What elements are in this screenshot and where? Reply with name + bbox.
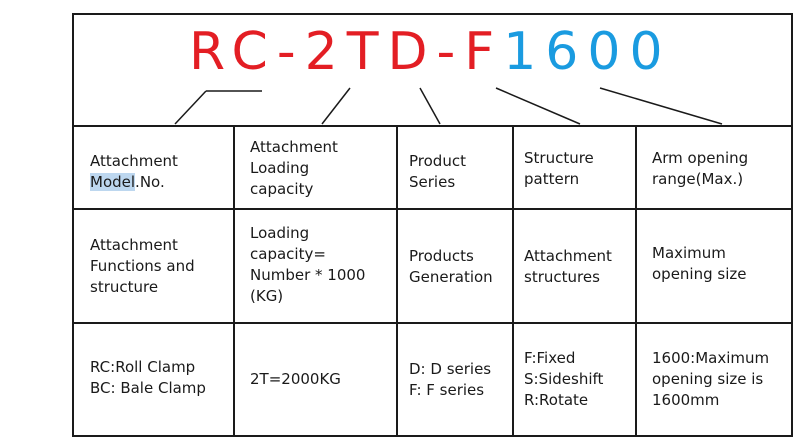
connector-line-structure — [495, 87, 581, 125]
connector-line-opening — [599, 87, 723, 125]
connector-line-series — [419, 87, 441, 125]
cell-model-header-line1: Attachment — [90, 152, 178, 170]
cell-opening-header: Arm opening range(Max.) — [652, 149, 749, 188]
table-col-rule-1 — [233, 125, 235, 437]
cell-max-opening: Maximum opening size — [652, 244, 747, 283]
cell-series-values: D: D series F: F series — [409, 360, 492, 399]
table-col-rule-2 — [396, 125, 398, 437]
table-rule-1 — [72, 208, 793, 210]
table-rule-top — [72, 125, 793, 127]
model-highlight: Model — [90, 173, 136, 191]
cell-model-header-no: .No. — [135, 173, 165, 191]
cell-structure-values: F:Fixed S:Sideshift R:Rotate — [524, 349, 604, 409]
cell-series-header: Product Series — [409, 152, 466, 191]
table-col-rule-4 — [635, 125, 637, 437]
cell-capacity-header: Attachment Loading capacity — [250, 138, 338, 198]
model-code-size: 1600 — [503, 22, 672, 82]
table-rule-2 — [72, 322, 793, 324]
cell-capacity-value: 2T=2000KG — [250, 370, 341, 388]
model-code: RC-2TD-F1600 — [189, 20, 672, 84]
spec-frame — [72, 13, 793, 437]
model-code-prefix: RC-2TD-F — [189, 22, 504, 82]
cell-functions: Attachment Functions and structure — [90, 236, 195, 296]
cell-clamp-types: RC:Roll Clamp BC: Bale Clamp — [90, 358, 206, 397]
cell-generation: Products Generation — [409, 247, 493, 286]
table-col-rule-3 — [512, 125, 514, 437]
cell-capacity-formula: Loading capacity= Number * 1000 (KG) — [250, 224, 366, 305]
cell-structure-header: Structure pattern — [524, 149, 594, 188]
connector-line-capacity — [321, 87, 351, 125]
cell-opening-value: 1600:Maximum opening size is 1600mm — [652, 349, 770, 409]
cell-attachment-structures: Attachment structures — [524, 247, 612, 286]
connector-line-model — [174, 90, 207, 125]
